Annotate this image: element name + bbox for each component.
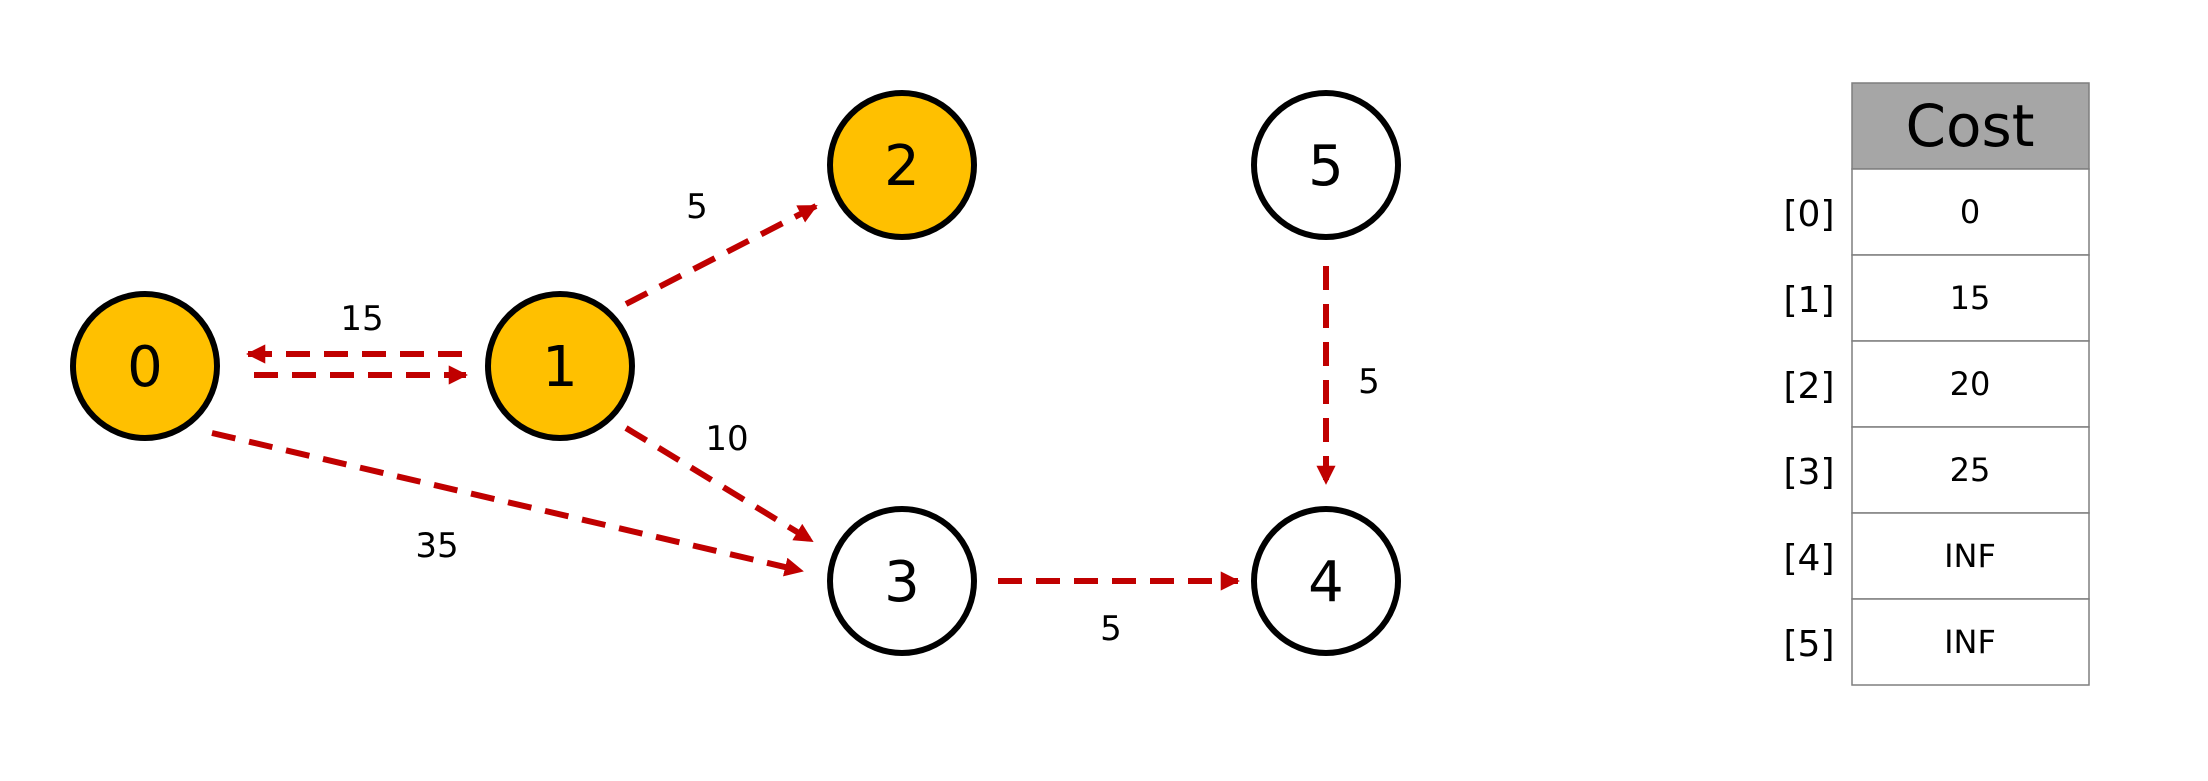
edge-label-1-0: 15 <box>340 299 383 339</box>
cost-value-4: INF <box>1944 537 1996 575</box>
cost-value-0: 0 <box>1960 193 1980 231</box>
cost-cell-0 <box>1851 168 2090 256</box>
edge-0-to-3 <box>211 430 804 577</box>
cost-value-3: 25 <box>1950 451 1991 489</box>
edge-1-to-2 <box>624 203 818 307</box>
cost-table-header: Cost <box>1906 92 2035 160</box>
node-5-circle <box>1251 90 1401 240</box>
cost-index-1: [1] <box>1784 280 1835 321</box>
cost-cell-3 <box>1851 426 2090 514</box>
cost-index-0: [0] <box>1784 194 1835 235</box>
edge-label-3-4: 5 <box>1100 609 1122 649</box>
cost-cell-2 <box>1851 340 2090 428</box>
node-3: 3 <box>827 506 977 656</box>
node-1-circle <box>485 291 635 441</box>
edge-labels: 15 5 10 35 5 5 <box>340 187 1379 649</box>
node-4-label: 4 <box>1308 550 1344 615</box>
node-0-circle <box>70 291 220 441</box>
cost-value-5: INF <box>1944 623 1996 661</box>
cost-index-2: [2] <box>1784 366 1835 407</box>
node-4-circle <box>1251 506 1401 656</box>
node-1-label: 1 <box>542 335 578 400</box>
edge-label-5-4: 5 <box>1358 362 1380 402</box>
cost-cell-5 <box>1851 598 2090 686</box>
node-5: 5 <box>1251 90 1401 240</box>
cost-table: Cost 0 [0] 15 [1] 20 [2] 25 [3] INF [4] … <box>1784 82 2090 686</box>
node-2: 2 <box>827 90 977 240</box>
cost-value-1: 15 <box>1950 279 1991 317</box>
node-0: 0 <box>70 291 220 441</box>
node-1: 1 <box>485 291 635 441</box>
edges <box>211 203 1336 591</box>
node-2-circle <box>827 90 977 240</box>
cost-index-4: [4] <box>1784 538 1835 579</box>
nodes: 0 1 2 3 4 5 <box>70 90 1401 656</box>
cost-cell-4 <box>1851 512 2090 600</box>
node-3-circle <box>827 506 977 656</box>
edge-label-1-3: 10 <box>705 419 748 459</box>
edge-label-1-2: 5 <box>686 187 708 227</box>
node-5-label: 5 <box>1308 134 1344 199</box>
node-4: 4 <box>1251 506 1401 656</box>
node-0-label: 0 <box>127 335 163 400</box>
cost-index-3: [3] <box>1784 452 1835 493</box>
cost-index-5: [5] <box>1784 624 1835 665</box>
edge-label-0-3: 35 <box>415 526 458 566</box>
cost-table-header-cell <box>1851 82 2090 170</box>
node-2-label: 2 <box>884 134 920 199</box>
cost-value-2: 20 <box>1950 365 1991 403</box>
node-3-label: 3 <box>884 550 920 615</box>
